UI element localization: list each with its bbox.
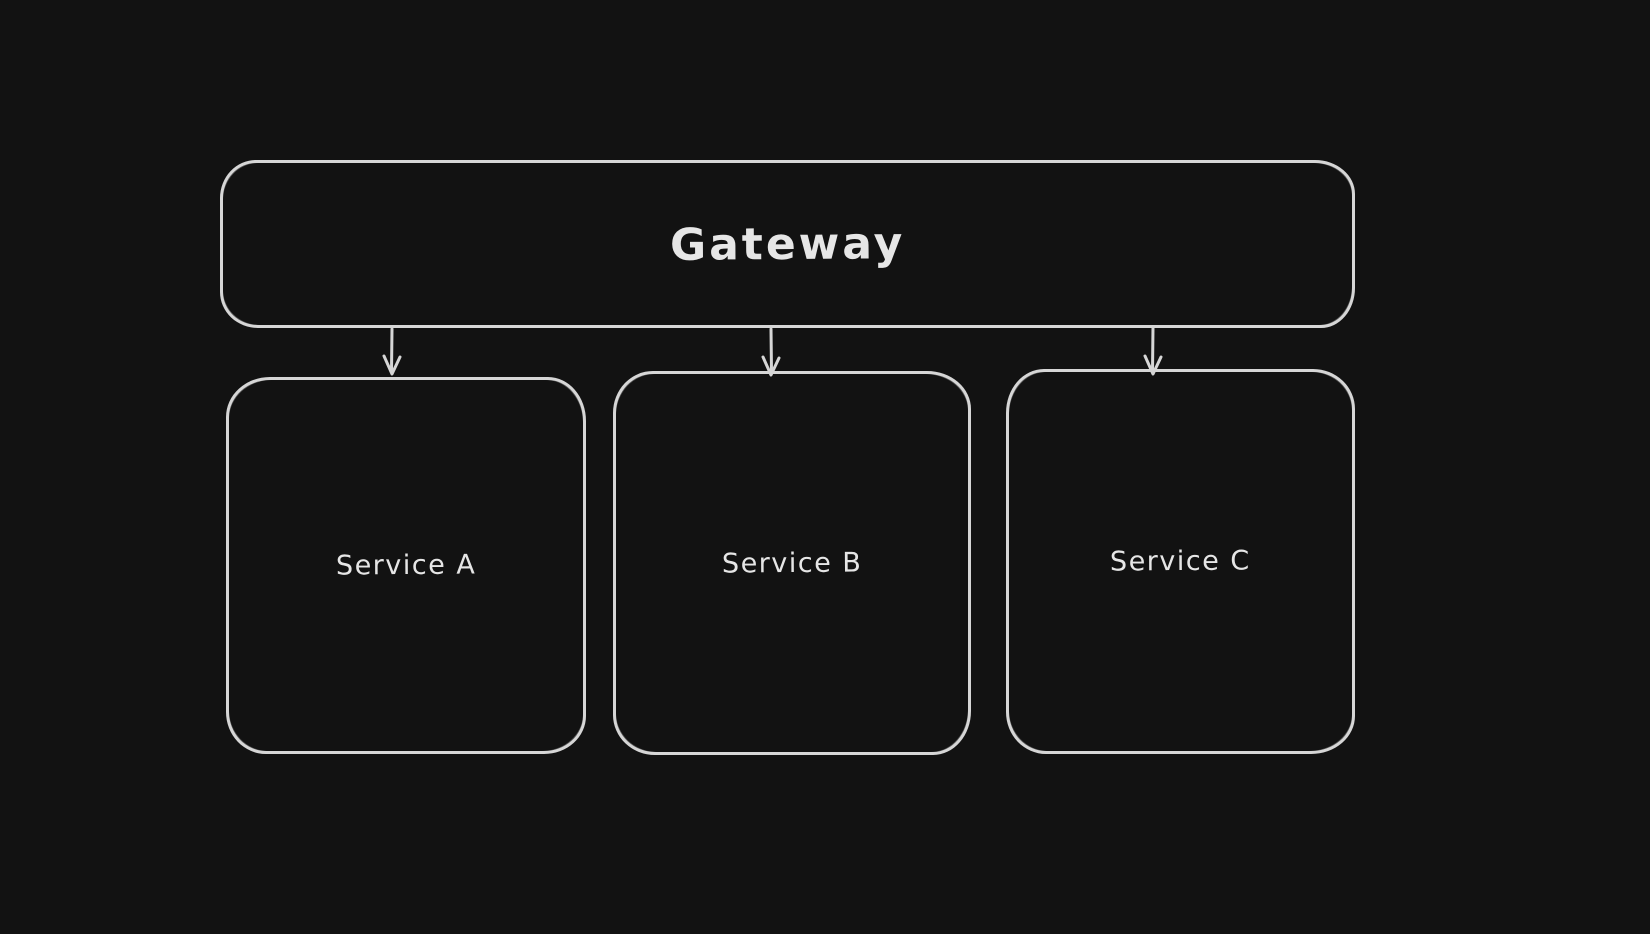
node-service-c[interactable]: Service C (1006, 369, 1355, 754)
node-service-b-label: Service B (721, 547, 863, 579)
edge-gateway-to-service-b[interactable] (761, 327, 781, 377)
node-service-a-label: Service A (335, 549, 477, 582)
node-gateway-label: Gateway (669, 217, 906, 271)
node-service-a[interactable]: Service A (226, 377, 586, 754)
node-service-c-label: Service C (1110, 545, 1251, 578)
edge-gateway-to-service-a[interactable] (382, 327, 402, 376)
node-service-b[interactable]: Service B (613, 371, 971, 755)
edge-gateway-to-service-c[interactable] (1143, 325, 1163, 376)
node-gateway[interactable]: Gateway (220, 160, 1355, 328)
